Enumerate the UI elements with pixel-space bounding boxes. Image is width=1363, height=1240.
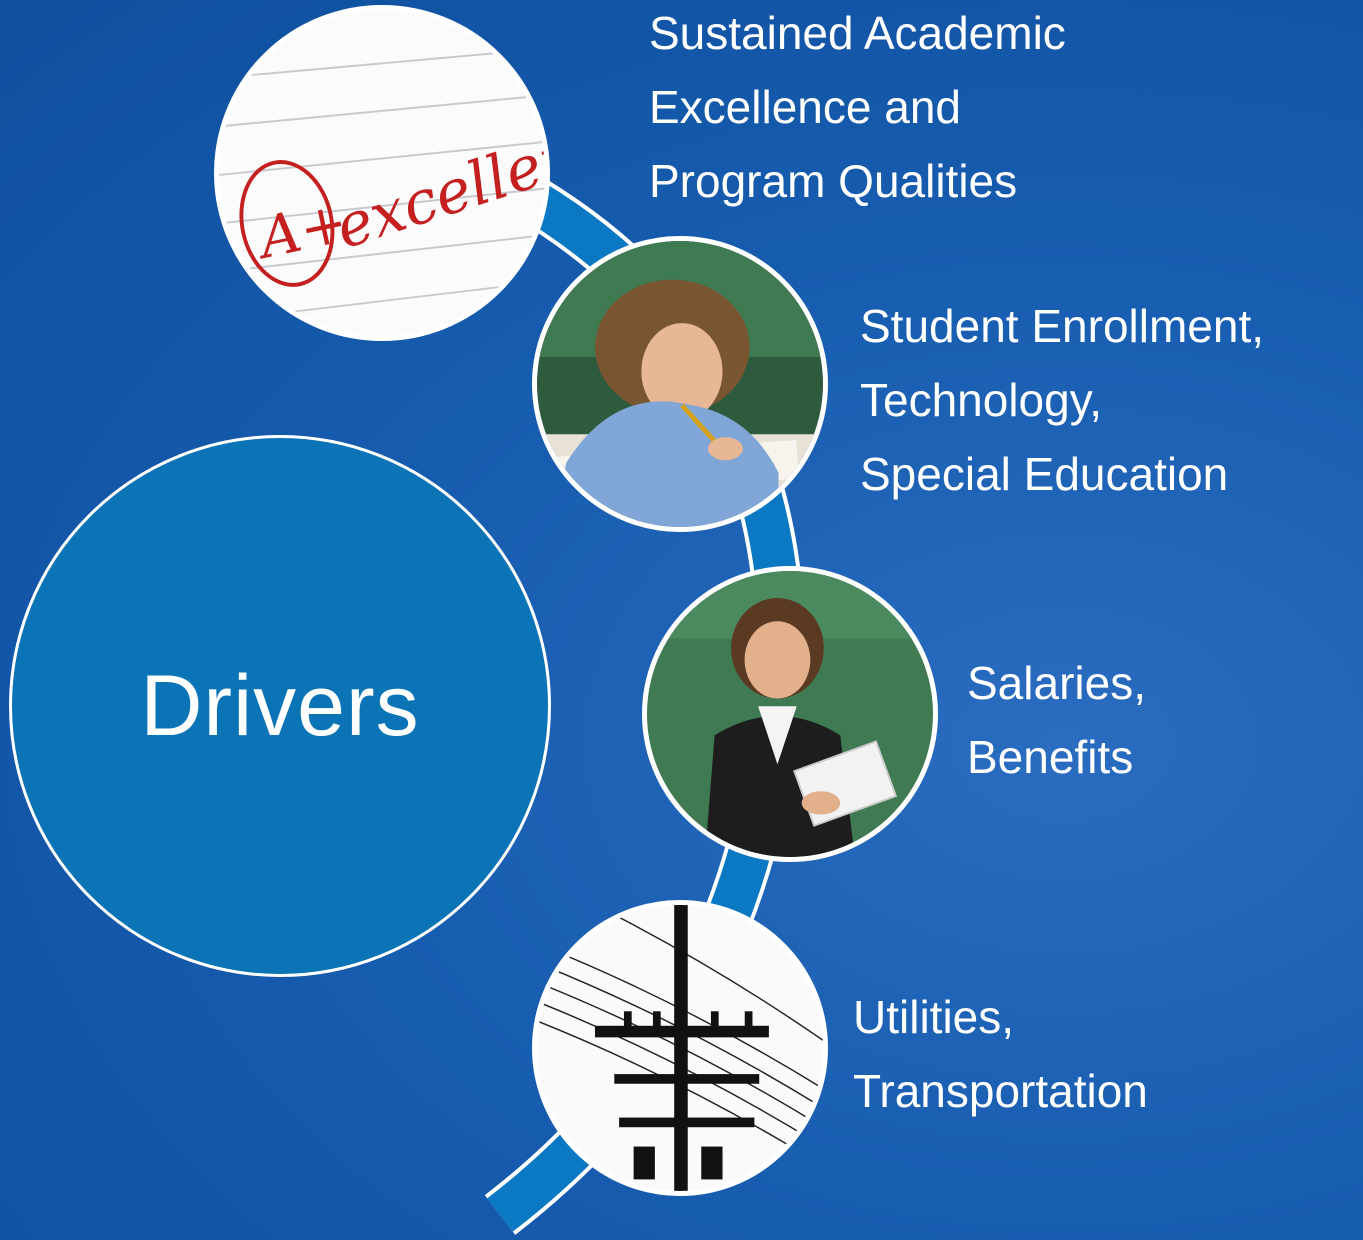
power-pole-image <box>532 900 828 1196</box>
student-writing-image <box>532 236 828 532</box>
graded-paper-image: A+ excellent! <box>214 5 550 341</box>
teacher-image <box>642 566 938 862</box>
caption-salaries-benefits: Salaries, Benefits <box>967 657 1146 783</box>
drivers-label: Drivers <box>140 657 420 754</box>
caption-utilities-transportation: Utilities, Transportation <box>853 991 1148 1117</box>
caption-academic-excellence: Sustained Academic Excellence and Progra… <box>649 7 1066 207</box>
caption-enrollment-technology: Student Enrollment, Technology, Special … <box>860 300 1265 500</box>
drivers-hub-circle: Drivers <box>9 435 551 977</box>
